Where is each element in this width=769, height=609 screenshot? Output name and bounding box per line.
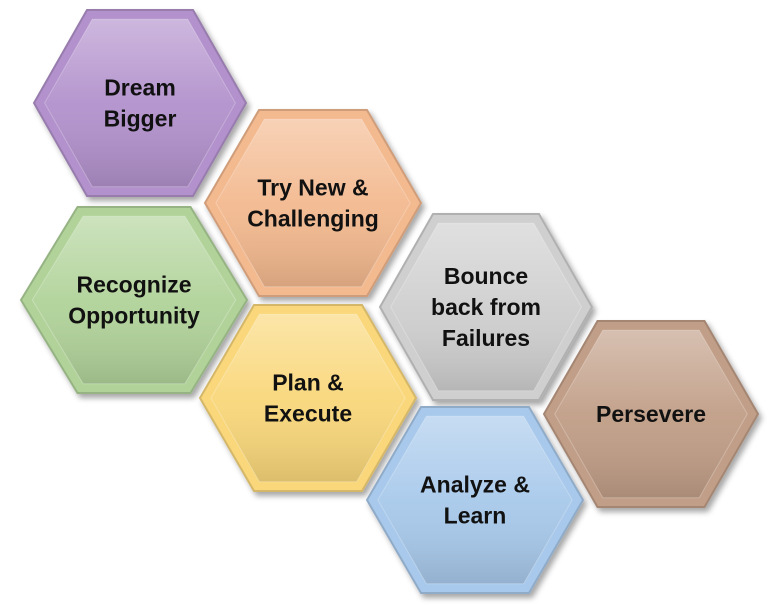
hexagon-label-line: Opportunity [68,303,200,329]
hexagon-label-line: Analyze & [420,472,530,498]
hexagon-label-line: Plan & [272,370,344,396]
hexagon-bevel [554,329,748,499]
hexagon-label-line: Learn [444,503,507,529]
hexagon-label-line: Bigger [104,106,177,132]
hexagon-bevel [390,222,582,392]
hexagon-label-line: Challenging [247,206,379,232]
hexagon-label: Plan & Execute [264,370,352,427]
hexagon-plan-execute: Plan & Execute [198,304,418,492]
hexagon-bevel [210,313,406,483]
hexagon-label: Analyze & Learn [420,472,530,529]
hexagon-label-line: back from [431,294,541,320]
hexagon-analyze-learn: Analyze & Learn [365,406,585,594]
hexagon-bevel [377,415,573,585]
hexagon-bevel [215,118,411,288]
hexagon-label-line: Dream [104,75,176,101]
hexagon-label-line: Execute [264,401,352,427]
hexagon-bevel [31,215,237,385]
hexagon-bevel [44,18,236,188]
hexagon-label-line: Recognize [76,272,191,298]
hexagon-label-line: Persevere [596,401,706,427]
hexagon-label: Try New & Challenging [247,175,379,232]
hexagon-persevere: Persevere [542,320,760,508]
hexagon-label-line: Try New & [257,175,368,201]
hexagon-label: Persevere [596,401,706,427]
hexagon-try-new: Try New & Challenging [203,109,423,297]
hexagon-label-line: Bounce [444,263,528,289]
hexagon-label-line: Failures [442,325,530,351]
